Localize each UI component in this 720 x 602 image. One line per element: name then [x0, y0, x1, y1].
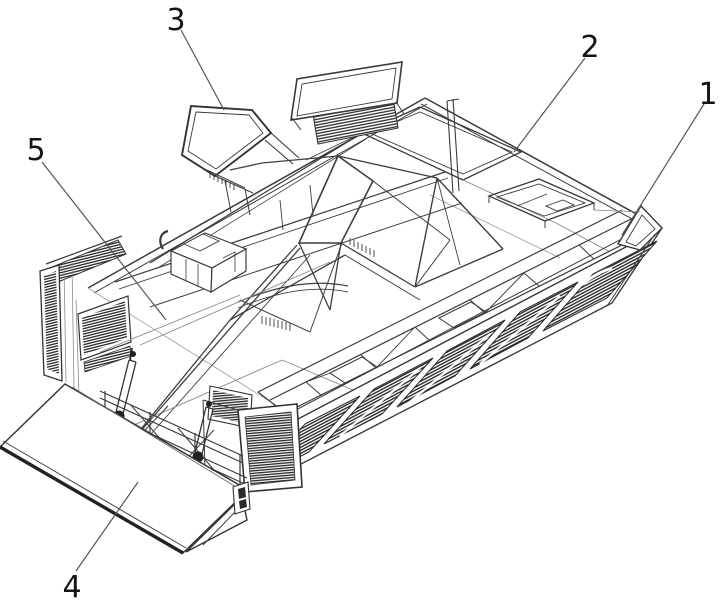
rear-corner-frame: [593, 204, 663, 307]
callout-1-label: 1: [698, 77, 717, 112]
leader-line-3: [180, 29, 225, 111]
top-ladder-frame: [257, 209, 649, 414]
roof-frame: [87, 97, 663, 420]
callout-5-label: 5: [26, 133, 45, 168]
interior-streaks: [339, 266, 613, 437]
left-wall-panels: [39, 235, 132, 397]
leader-line-2: [513, 57, 586, 153]
vehicle-hull: [42, 98, 662, 493]
callout-labels: 1 2 3 4 5: [26, 3, 717, 602]
callout-3-label: 3: [166, 3, 185, 38]
leader-lines: [41, 29, 705, 572]
ramp-side-wedge: [185, 481, 251, 553]
rib-combs: [209, 172, 375, 331]
windshield-panel: [180, 104, 300, 216]
leader-line-5: [41, 161, 167, 321]
leader-line-1: [621, 103, 705, 236]
hatch-lid: [290, 61, 403, 121]
side-wall: [246, 220, 663, 493]
roof-hatch: [290, 61, 405, 145]
leader-line-4: [75, 481, 139, 572]
front-corner-mesh-door: [237, 403, 303, 493]
floor-deck-lines: [99, 261, 373, 433]
callout-2-label: 2: [580, 30, 599, 65]
front-ramp: [0, 383, 251, 555]
engine-box: [159, 229, 248, 294]
callout-4-label: 4: [62, 570, 81, 602]
